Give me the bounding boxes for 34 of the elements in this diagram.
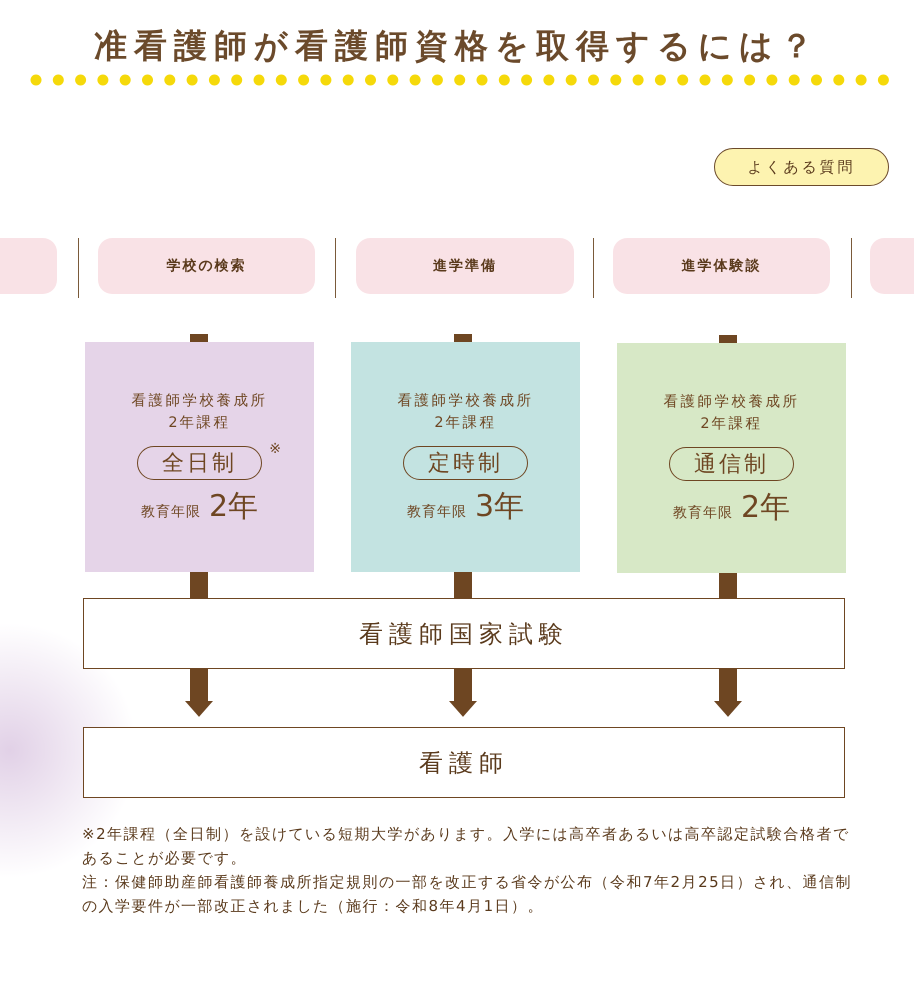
course-name: 看護師学校養成所2年課程 [396,392,534,433]
connector [454,572,472,598]
duration-label: 教育年限 [406,503,467,521]
footnote-mark: ※ [269,441,281,457]
duration-value: 3年 [474,488,524,526]
duration-value: 2年 [208,488,258,526]
duration-label: 教育年限 [672,504,733,522]
page-title: 准看護師が看護師資格を取得するには？ [93,25,821,67]
system-label: 通信制 [669,447,794,481]
connector [719,335,737,343]
course-card [85,342,314,572]
nav-tab [0,238,57,294]
system-label: 定時制 [403,446,528,480]
duration-label: 教育年限 [140,503,201,521]
connector [190,572,208,598]
footnote: 注：保健師助産師看護師養成所指定規則の一部を改正する省令が公布（令和7年2月25日）され、通信制の入学要件が一部改正されました（施行：令和8年4月1日）。 [82,872,854,917]
arrow [185,669,213,717]
connector [190,334,208,342]
result-box: 看護師国家試験 [83,598,845,669]
nav-tab: 進学体験談 [613,238,830,294]
connector [719,573,737,598]
result-box: 看護師 [83,727,845,798]
arrow [714,669,742,717]
nav-tab: 学校の検索 [98,238,315,294]
course-card [617,343,846,573]
course-name: 看護師学校養成所2年課程 [662,393,800,434]
footnote: ※2年課程（全日制）を設けている短期大学があります。入学には高卒者あるいは高卒認定試験合格者であることが必要です。 [82,824,851,869]
duration-value: 2年 [740,489,790,527]
connector [454,334,472,342]
faq-button: よくある質問 [714,148,889,186]
course-name: 看護師学校養成所2年課程 [130,392,268,433]
arrow [449,669,477,717]
course-card [351,342,580,572]
nav-tab: 進学準備 [356,238,574,294]
